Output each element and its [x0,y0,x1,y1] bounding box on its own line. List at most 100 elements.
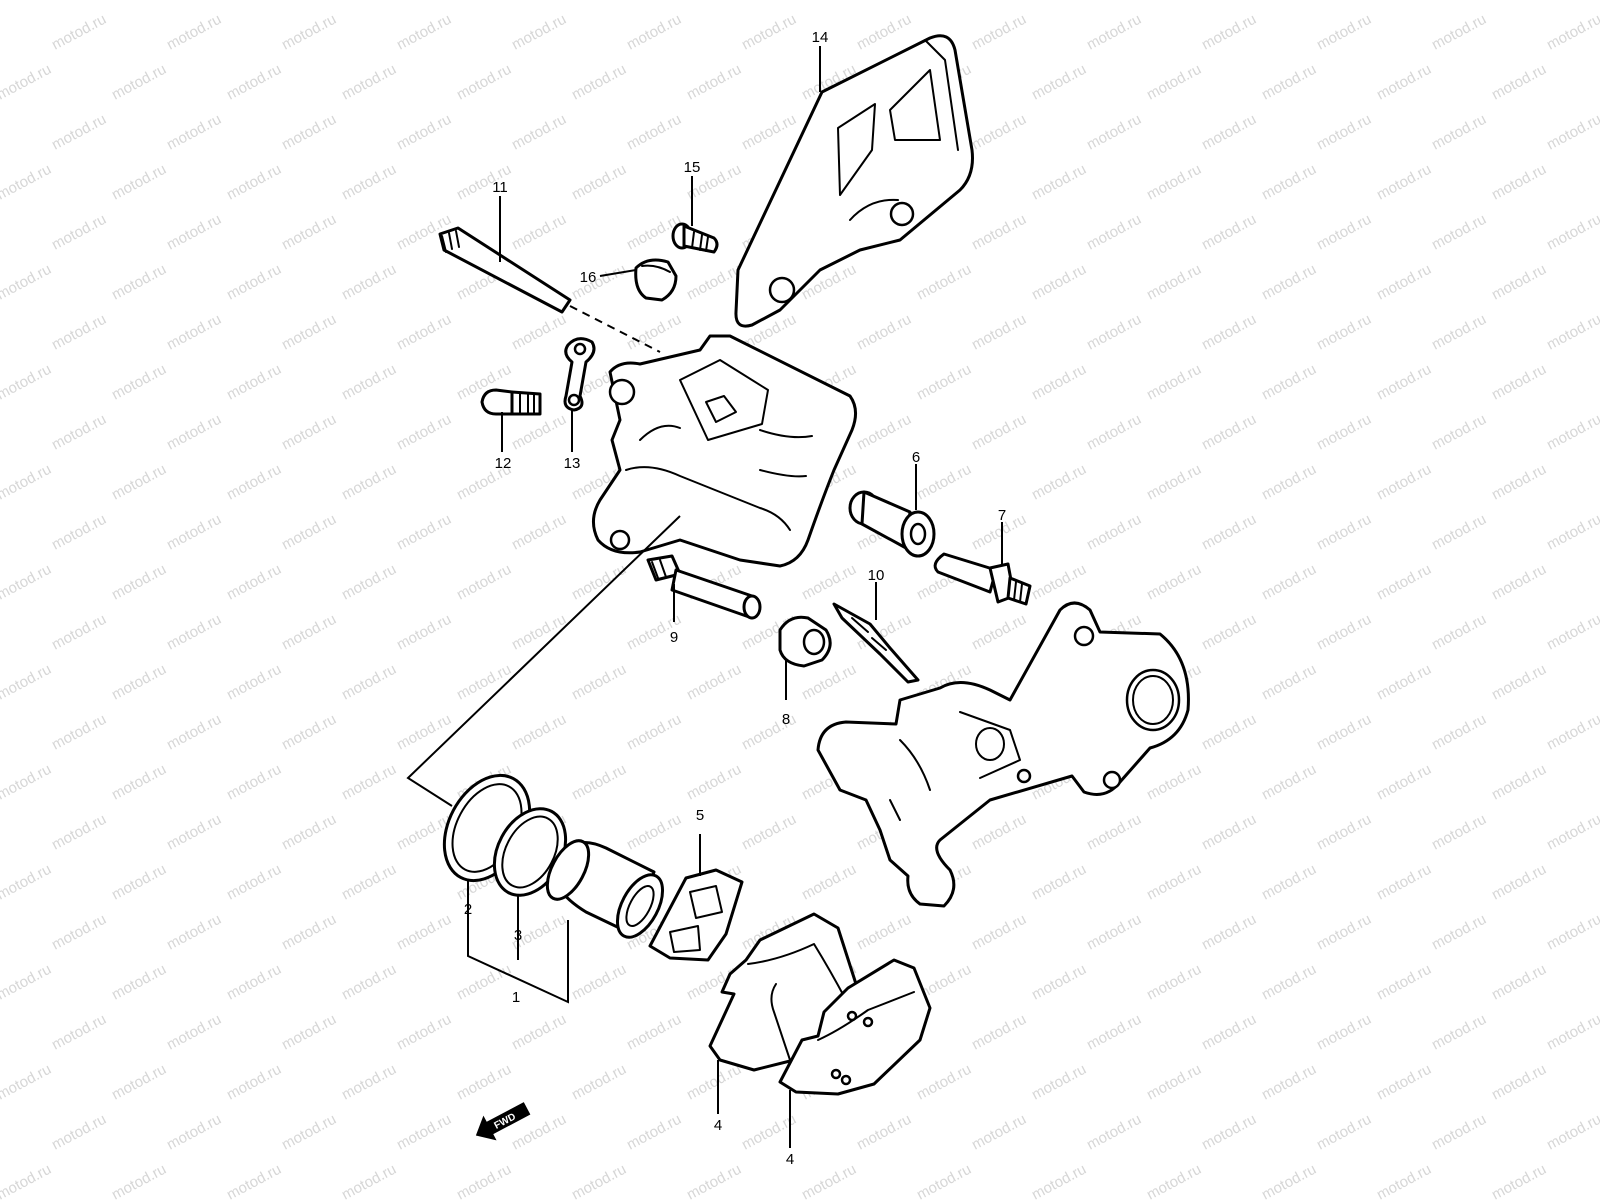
watermark-text: motod.ru [1259,761,1319,804]
watermark-text: motod.ru [969,411,1029,454]
watermark-text: motod.ru [339,261,399,304]
watermark-text: motod.ru [0,461,54,504]
watermark-text: motod.ru [1029,261,1089,304]
watermark-text: motod.ru [1029,861,1089,904]
watermark-text: motod.ru [339,1161,399,1200]
watermark-text: motod.ru [684,761,744,804]
watermark-text: motod.ru [569,161,629,204]
watermark-text: motod.ru [1314,811,1374,854]
watermark-text: motod.ru [339,661,399,704]
callout-6: 6 [912,449,920,466]
watermark-text: motod.ru [509,711,569,754]
watermark-text: motod.ru [339,761,399,804]
watermark-text: motod.ru [0,261,54,304]
watermark-text: motod.ru [339,1061,399,1104]
watermark-text: motod.ru [1144,461,1204,504]
watermark-text: motod.ru [454,561,514,604]
watermark-text: motod.ru [164,11,224,54]
watermark-text: motod.ru [109,961,169,1004]
watermark-text: motod.ru [1144,861,1204,904]
callout-11: 11 [492,179,508,196]
watermark-text: motod.ru [1489,761,1549,804]
part-15-bolt [671,222,719,254]
watermark-text: motod.ru [1144,961,1204,1004]
watermark-text: motod.ru [279,1111,339,1154]
watermark-text: motod.ru [799,861,859,904]
watermark-text: motod.ru [49,1111,109,1154]
watermark-text: motod.ru [684,261,744,304]
watermark-text: motod.ru [1489,561,1549,604]
watermark-text: motod.ru [279,111,339,154]
part-1-piston [545,839,665,939]
watermark-text: motod.ru [224,461,284,504]
caliper-body [592,334,857,568]
watermark-text: motod.ru [914,1061,974,1104]
watermark-text: motod.ru [164,911,224,954]
watermark-text: motod.ru [1259,161,1319,204]
watermark-text: motod.ru [0,361,54,404]
watermark-text: motod.ru [1374,561,1434,604]
watermark-text: motod.ru [164,711,224,754]
watermark-text: motod.ru [1199,511,1259,554]
watermark-text: motod.ru [394,911,454,954]
watermark-text: motod.ru [914,0,974,4]
watermark-text: motod.ru [1489,861,1549,904]
watermark-text: motod.ru [224,1161,284,1200]
watermark-text: motod.ru [224,1061,284,1104]
watermark-text: motod.ru [1429,911,1489,954]
caliper-holder [816,601,1190,908]
watermark-text: motod.ru [394,611,454,654]
watermark-text: motod.ru [224,0,284,4]
watermark-text: motod.ru [0,661,54,704]
watermark-text: motod.ru [0,161,54,204]
watermark-text: motod.ru [569,561,629,604]
watermark-text: motod.ru [1489,361,1549,404]
watermark-text: motod.ru [569,961,629,1004]
watermark-text: motod.ru [394,1011,454,1054]
watermark-text: motod.ru [1429,811,1489,854]
watermark-text: motod.ru [49,911,109,954]
watermark-text: motod.ru [1544,1011,1600,1054]
watermark-text: motod.ru [1259,61,1319,104]
watermark-text: motod.ru [394,511,454,554]
watermark-text: motod.ru [1544,611,1600,654]
watermark-text: motod.ru [339,961,399,1004]
watermark-text: motod.ru [224,761,284,804]
watermark-text: motod.ru [509,511,569,554]
part-14-bracket [734,34,974,328]
watermark-text: motod.ru [49,11,109,54]
callout-4b: 4 [786,1151,794,1168]
watermark-text: motod.ru [1429,1111,1489,1154]
watermark-text: motod.ru [624,1011,684,1054]
watermark-text: motod.ru [1259,861,1319,904]
watermark-text: motod.ru [1374,661,1434,704]
watermark-text: motod.ru [49,211,109,254]
watermark-text: motod.ru [1084,11,1144,54]
watermark-text: motod.ru [224,261,284,304]
part-16-cap [634,258,678,302]
part-8-boot [778,615,832,668]
watermark-text: motod.ru [164,611,224,654]
watermark-text: motod.ru [1429,111,1489,154]
watermark-text: motod.ru [969,611,1029,654]
callout-1: 1 [512,989,520,1006]
watermark-text: motod.ru [799,0,859,4]
watermark-text: motod.ru [454,1161,514,1200]
watermark-text: motod.ru [49,511,109,554]
watermark-text: motod.ru [454,61,514,104]
watermark-text: motod.ru [1544,311,1600,354]
watermark-text: motod.ru [569,661,629,704]
watermark-text: motod.ru [454,1061,514,1104]
watermark-text: motod.ru [0,61,54,104]
watermark-text: motod.ru [1199,111,1259,154]
watermark-text: motod.ru [164,811,224,854]
watermark-text: motod.ru [624,711,684,754]
callout-8: 8 [782,711,790,728]
watermark-text: motod.ru [1199,11,1259,54]
watermark-text: motod.ru [1489,261,1549,304]
watermark-text: motod.ru [969,911,1029,954]
watermark-text: motod.ru [739,811,799,854]
watermark-text: motod.ru [224,561,284,604]
watermark-text: motod.ru [224,861,284,904]
